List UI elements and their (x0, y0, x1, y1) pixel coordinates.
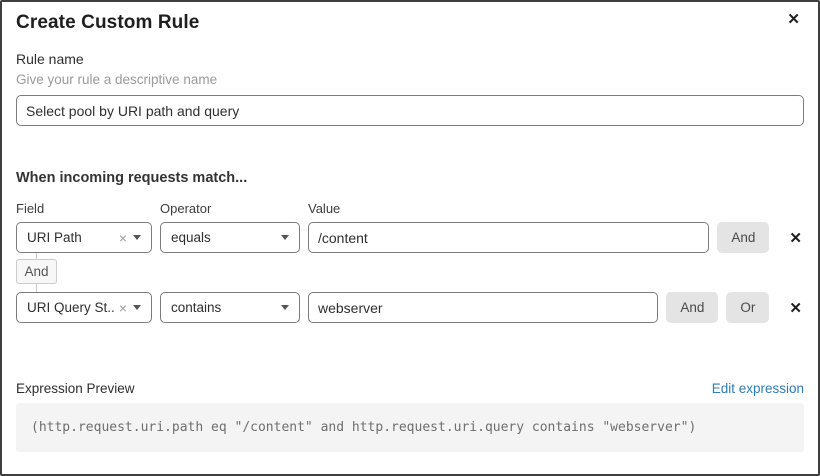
condition-column-labels: Field Operator Value (16, 201, 804, 216)
condition-connector: And (16, 253, 57, 292)
connector-line (36, 253, 37, 259)
condition-row: URI Path × equals And ✕ (16, 222, 804, 253)
delete-row-icon[interactable]: ✕ (789, 229, 802, 247)
add-and-condition-button[interactable]: And (717, 222, 770, 253)
delete-row-icon[interactable]: ✕ (789, 299, 802, 317)
match-heading: When incoming requests match... (16, 170, 248, 186)
dialog-title: Create Custom Rule (16, 12, 200, 33)
field-select-value: URI Path (27, 230, 82, 245)
operator-column-label: Operator (160, 201, 212, 216)
rule-name-input[interactable] (16, 95, 804, 126)
chevron-down-icon (133, 305, 141, 310)
condition-row: URI Query St... × contains And Or ✕ (16, 292, 804, 323)
expression-preview-code: (http.request.uri.path eq "/content" and… (16, 403, 804, 452)
operator-select[interactable]: contains (160, 292, 300, 323)
value-input[interactable] (308, 222, 710, 253)
expression-preview-label: Expression Preview (16, 381, 135, 396)
field-column-label: Field (16, 201, 45, 216)
value-input[interactable] (308, 292, 659, 323)
and-connector-badge: And (16, 259, 57, 284)
operator-select-value: equals (171, 230, 211, 245)
operator-select[interactable]: equals (160, 222, 300, 253)
rule-name-helper: Give your rule a descriptive name (16, 72, 218, 87)
field-select[interactable]: URI Path × (16, 222, 152, 253)
add-or-condition-button[interactable]: Or (726, 292, 770, 323)
add-and-condition-button[interactable]: And (666, 292, 719, 323)
close-icon[interactable]: ✕ (787, 11, 800, 28)
value-column-label: Value (308, 201, 341, 216)
expression-preview-header: Expression Preview Edit expression (16, 381, 804, 396)
chevron-down-icon (281, 235, 289, 240)
chevron-down-icon (281, 305, 289, 310)
connector-line (36, 284, 37, 292)
rule-name-label: Rule name (16, 51, 84, 67)
field-select-value: URI Query St... (27, 300, 115, 315)
clear-field-icon[interactable]: × (118, 229, 127, 246)
edit-expression-link[interactable]: Edit expression (711, 381, 804, 396)
clear-field-icon[interactable]: × (118, 299, 127, 316)
operator-select-value: contains (171, 300, 222, 315)
field-select[interactable]: URI Query St... × (16, 292, 152, 323)
chevron-down-icon (133, 235, 141, 240)
